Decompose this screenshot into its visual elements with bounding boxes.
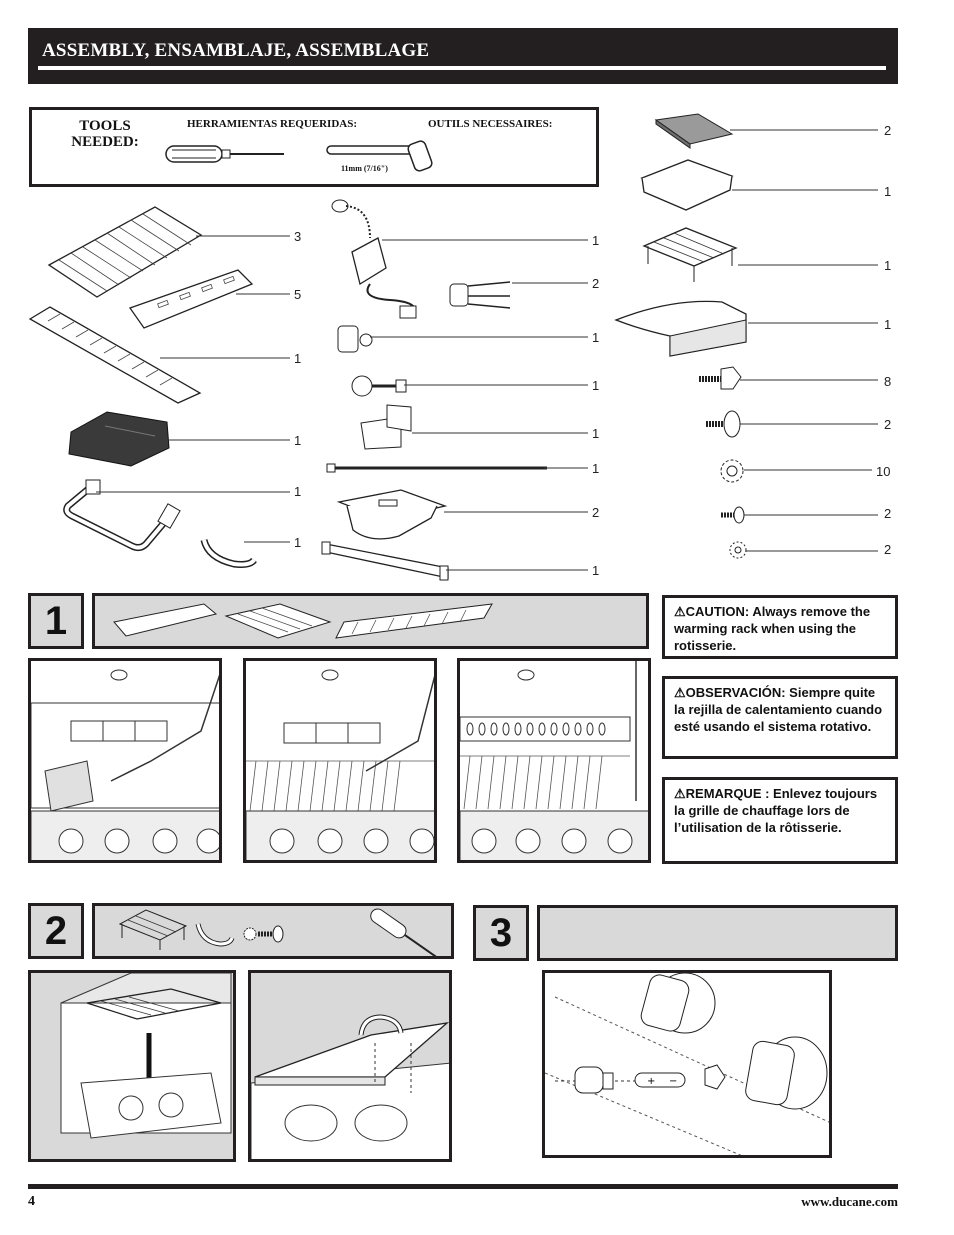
qty-stone: 2 — [884, 123, 892, 138]
spit-rod-icon — [326, 463, 547, 473]
header-rule — [38, 66, 886, 70]
qty-warming-rack: 1 — [884, 258, 892, 273]
qty-lock-washer: 10 — [876, 464, 891, 479]
step-3-number: 3 — [473, 905, 529, 961]
qty-small-screw: 2 — [884, 506, 892, 521]
rotisserie-forks-icon — [449, 281, 511, 309]
warning-icon: ⚠ — [674, 685, 686, 700]
qty-hanger-bar: 1 — [592, 563, 600, 578]
step-1-parts-icon — [113, 603, 493, 639]
observacion-text: OBSERVACIÓN: Siempre quite la rejilla de… — [674, 685, 883, 734]
wrench-icon — [326, 140, 433, 172]
qty-rotisserie-forks: 2 — [592, 276, 600, 291]
hex-bolt-icon — [699, 366, 742, 390]
step-3-panel: + − — [542, 970, 832, 1158]
step-1-illustration-c — [460, 661, 648, 860]
qty-door-handle: 1 — [294, 535, 302, 550]
qty-hex-bolt: 8 — [884, 374, 892, 389]
step-1-panel-c — [457, 658, 651, 863]
qty-drip-pan: 2 — [592, 505, 600, 520]
step-3-illustration: + − — [545, 973, 829, 1155]
section-title: ASSEMBLY, ENSAMBLAJE, ASSEMBLAGE — [42, 40, 430, 61]
small-washer-icon — [729, 541, 747, 559]
page-number: 4 — [28, 1194, 35, 1209]
tools-label-en: TOOLS NEEDED: — [71, 118, 139, 150]
step-2-illustration-b — [251, 973, 449, 1159]
step-2-panel-b — [248, 970, 452, 1162]
tray-icon — [640, 159, 734, 211]
qty-round-bolt: 2 — [884, 417, 892, 432]
qty-tray: 1 — [884, 184, 892, 199]
caution-box: ⚠CAUTION: Always remove the warming rack… — [662, 595, 898, 659]
side-shelf-cover-icon — [614, 300, 747, 357]
qty-spit-rod: 1 — [592, 461, 600, 476]
spit-collar-icon — [351, 375, 407, 397]
qty-rotisserie-motor: 1 — [592, 233, 600, 248]
grease-tray-icon — [28, 306, 202, 404]
drip-pan-icon — [336, 489, 448, 540]
heat-tent-icon — [128, 269, 254, 329]
qty-side-handle: 1 — [294, 484, 302, 499]
warning-icon: ⚠ — [674, 786, 686, 801]
warning-icon: ⚠ — [674, 604, 686, 619]
step-1-illustration-b — [246, 669, 434, 860]
step-2-number: 2 — [28, 903, 84, 959]
screwdriver-icon — [165, 145, 284, 163]
step-2-illustration-a — [31, 973, 233, 1159]
qty-heat-tents: 5 — [294, 287, 302, 302]
step-1-number: 1 — [28, 593, 84, 649]
cooking-grate-icon — [47, 206, 203, 298]
footer-rule — [28, 1184, 898, 1189]
rotisserie-motor-icon — [331, 199, 417, 319]
side-handle-icon — [63, 479, 181, 552]
observacion-box: ⚠OBSERVACIÓN: Siempre quite la rejilla d… — [662, 676, 898, 759]
counterbalance-icon — [337, 325, 373, 353]
tools-label-es: HERRAMIENTAS REQUERIDAS: — [187, 118, 358, 130]
warming-rack-icon — [642, 227, 738, 282]
stone-icon — [654, 113, 734, 149]
step-2-panel-a — [28, 970, 236, 1162]
section-header — [28, 28, 898, 84]
door-handle-icon — [200, 538, 257, 568]
qty-grill-cover: 1 — [294, 433, 302, 448]
bracket-icon — [360, 404, 412, 450]
hanger-bar-icon — [321, 541, 449, 581]
qty-spit-collar: 1 — [592, 378, 600, 393]
caution-text: CAUTION: Always remove the warming rack … — [674, 604, 871, 653]
svg-text:−: − — [669, 1076, 677, 1087]
website-url[interactable]: www.ducane.com — [801, 1194, 898, 1209]
qty-cooking-grates: 3 — [294, 229, 302, 244]
step-1-panel-a — [28, 658, 222, 863]
remarque-text: REMARQUE : Enlevez toujours la grille de… — [674, 786, 878, 835]
step-2-parts-icon — [118, 908, 439, 959]
grill-cover-icon — [68, 411, 170, 467]
wrench-size: 11mm (7/16") — [341, 164, 388, 173]
step-1-panel-b — [243, 658, 437, 863]
lock-washer-icon — [720, 459, 744, 483]
qty-small-washer: 2 — [884, 542, 892, 557]
tools-needed-box — [29, 107, 599, 187]
qty-counterbalance: 1 — [592, 330, 600, 345]
svg-text:+: + — [647, 1076, 655, 1087]
leader-lines — [96, 129, 878, 571]
qty-grease-tray: 1 — [294, 351, 302, 366]
remarque-box: ⚠REMARQUE : Enlevez toujours la grille d… — [662, 777, 898, 864]
tools-label-fr: OUTILS NECESSAIRES: — [428, 118, 553, 130]
step-3-parts-bar — [537, 905, 898, 961]
qty-bracket: 1 — [592, 426, 600, 441]
qty-side-shelf-cover: 1 — [884, 317, 892, 332]
step-1-illustration-a — [31, 669, 219, 860]
